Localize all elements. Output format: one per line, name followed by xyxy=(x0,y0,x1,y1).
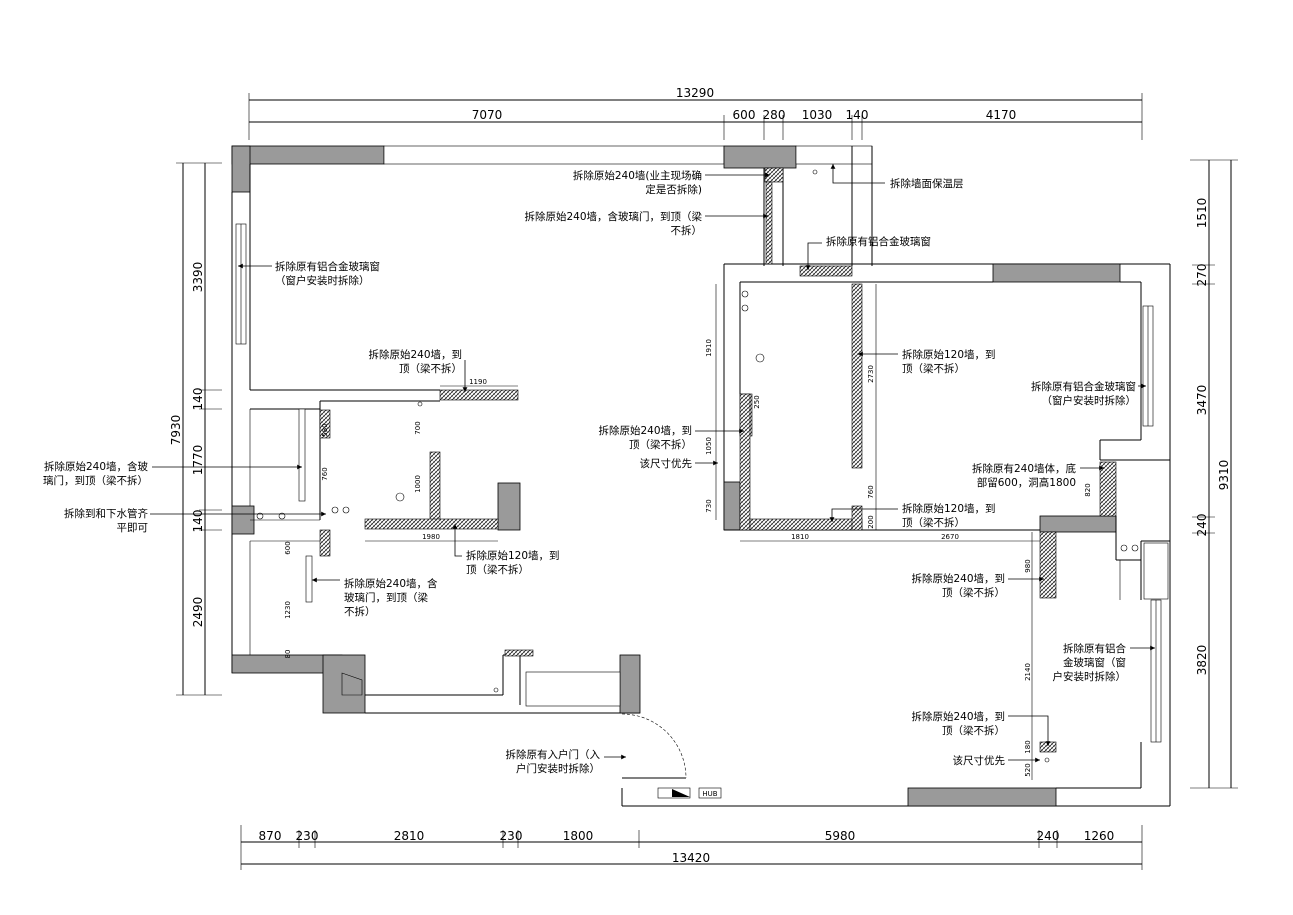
dim-inner: 1050 xyxy=(705,437,713,455)
bottom-dimensions: 870 230 2810 230 1800 5980 240 1260 1342… xyxy=(240,825,1143,870)
hub-label: HUB xyxy=(702,790,717,798)
dim-top-seg: 140 xyxy=(846,108,869,122)
note-remove-insulation: 拆除墙面保温层 xyxy=(890,177,964,190)
dim-inner: 80 xyxy=(284,650,292,659)
dim-inner: 2730 xyxy=(867,365,875,383)
dim-inner: 700 xyxy=(414,421,422,434)
note-dimension-priority-lower: 该尺寸优先 xyxy=(953,754,1006,767)
dim-left-seg: 3390 xyxy=(191,262,205,293)
dim-bottom-seg: 5980 xyxy=(825,829,856,843)
dim-right-seg: 270 xyxy=(1195,264,1209,287)
note-remove-aluminum-window-lower-right: 拆除原有铝合金玻璃窗（窗户安装时拆除） xyxy=(1053,642,1127,683)
note-demolish-240-wall-right: 拆除原始240墙，到顶（梁不拆） xyxy=(911,572,1005,599)
dim-inner: 1910 xyxy=(705,339,713,357)
note-demolish-240-wall-center: 拆除原始240墙，到顶（梁不拆） xyxy=(598,424,692,451)
note-remove-aluminum-window-left: 拆除原有铝合金玻璃窗（窗户安装时拆除） xyxy=(275,260,380,287)
dim-inner: 180 xyxy=(1024,740,1032,753)
dim-left-seg: 1770 xyxy=(191,445,205,476)
note-demolish-120-wall-bottom: 拆除原始120墙，到顶（梁不拆） xyxy=(466,549,560,576)
dim-inner: 760 xyxy=(867,485,875,498)
dim-inner: 1190 xyxy=(469,378,487,386)
dim-inner: 580 xyxy=(321,423,329,436)
right-dimensions: 9310 1510 270 3470 240 3820 xyxy=(1190,159,1238,789)
note-remove-entry-door: 拆除原有入户门（入户门安装时拆除） xyxy=(506,748,601,775)
note-dimension-priority: 该尺寸优先 xyxy=(640,457,693,470)
dim-inner: 1000 xyxy=(414,475,422,493)
dim-bottom-seg: 1260 xyxy=(1084,829,1115,843)
note-remove-aluminum-window-right: 拆除原有铝合金玻璃窗（窗户安装时拆除） xyxy=(1031,380,1136,407)
dim-right-seg: 1510 xyxy=(1195,198,1209,229)
walls xyxy=(231,145,1171,807)
dim-bottom-total: 13420 xyxy=(672,851,710,865)
dim-left-total: 7930 xyxy=(169,415,183,446)
note-demolish-240-wall-lower-right: 拆除原始240墙，到顶（梁不拆） xyxy=(911,710,1005,737)
left-dimensions: 7930 3390 140 1770 140 2490 xyxy=(169,162,222,696)
note-demolish-120-wall-lower: 拆除原始120墙，到顶（梁不拆） xyxy=(902,502,996,529)
dim-inner: 760 xyxy=(321,467,329,480)
dim-bottom-seg: 870 xyxy=(259,829,282,843)
dim-bottom-seg: 240 xyxy=(1037,829,1060,843)
note-demolish-240-wall: 拆除原始240墙，到顶（梁不拆） xyxy=(368,348,462,375)
dim-left-seg: 2490 xyxy=(191,597,205,628)
fixtures: HUB xyxy=(249,169,1169,799)
dim-inner: 980 xyxy=(1024,559,1032,572)
dim-top-seg: 280 xyxy=(763,108,786,122)
dim-left-seg: 140 xyxy=(191,510,205,533)
dim-inner: 1980 xyxy=(422,533,440,541)
note-demolish-240-glass-door-bathroom: 拆除原始240墙，含玻璃门，到顶（梁不拆） xyxy=(344,577,438,618)
dim-top-seg: 7070 xyxy=(472,108,503,122)
dim-inner: 820 xyxy=(1084,483,1092,496)
inner-dimensions: 1190 580 700 760 1000 1980 600 1230 1910… xyxy=(284,284,1092,780)
dim-inner: 2670 xyxy=(941,533,959,541)
dim-left-seg: 140 xyxy=(191,388,205,411)
dim-right-total: 9310 xyxy=(1217,460,1231,491)
dim-inner: 2140 xyxy=(1024,663,1032,681)
note-demolish-240-glass-door: 拆除原始240墙，含玻璃门，到顶（梁不拆） xyxy=(524,210,702,237)
dim-bottom-seg: 2810 xyxy=(394,829,425,843)
dim-top-seg: 1030 xyxy=(802,108,833,122)
dim-inner: 250 xyxy=(753,395,761,408)
dim-bottom-seg: 230 xyxy=(500,829,523,843)
annotations: 拆除原始240墙(业主现场确定是否拆除) 拆除墙面保温层 拆除原始240墙，含玻… xyxy=(43,169,1136,775)
dim-right-seg: 240 xyxy=(1195,514,1209,537)
dim-right-seg: 3820 xyxy=(1195,645,1209,676)
note-demolish-240-glass-door-left: 拆除原始240墙，含玻璃门，到顶（梁不拆） xyxy=(43,460,148,487)
note-demolish-to-drain: 拆除到和下水管齐平即可 xyxy=(64,507,148,534)
demolition-walls xyxy=(319,167,1117,753)
dim-top-seg: 4170 xyxy=(986,108,1017,122)
dim-inner: 1230 xyxy=(284,601,292,619)
top-dimensions: 13290 7070 600 280 1030 140 4170 xyxy=(248,86,1143,140)
dim-bottom-seg: 230 xyxy=(296,829,319,843)
leader-lines xyxy=(150,164,1155,763)
dim-inner: 730 xyxy=(705,499,713,512)
note-remove-aluminum-window-corridor: 拆除原有铝合金玻璃窗 xyxy=(826,235,931,248)
dim-top-total: 13290 xyxy=(676,86,714,100)
dim-top-seg: 600 xyxy=(733,108,756,122)
dim-right-seg: 3470 xyxy=(1195,385,1209,416)
dim-bottom-seg: 1800 xyxy=(563,829,594,843)
note-demolish-120-wall: 拆除原始120墙，到顶（梁不拆） xyxy=(902,348,996,375)
note-demolish-240-opening: 拆除原有240墙体，底部留600，洞高1800 xyxy=(972,462,1077,489)
dim-inner: 520 xyxy=(1024,763,1032,776)
note-demolish-240-wall-owner: 拆除原始240墙(业主现场确定是否拆除) xyxy=(573,169,702,196)
dim-inner: 200 xyxy=(867,515,875,528)
dim-inner: 1810 xyxy=(791,533,809,541)
dim-inner: 600 xyxy=(284,541,292,554)
